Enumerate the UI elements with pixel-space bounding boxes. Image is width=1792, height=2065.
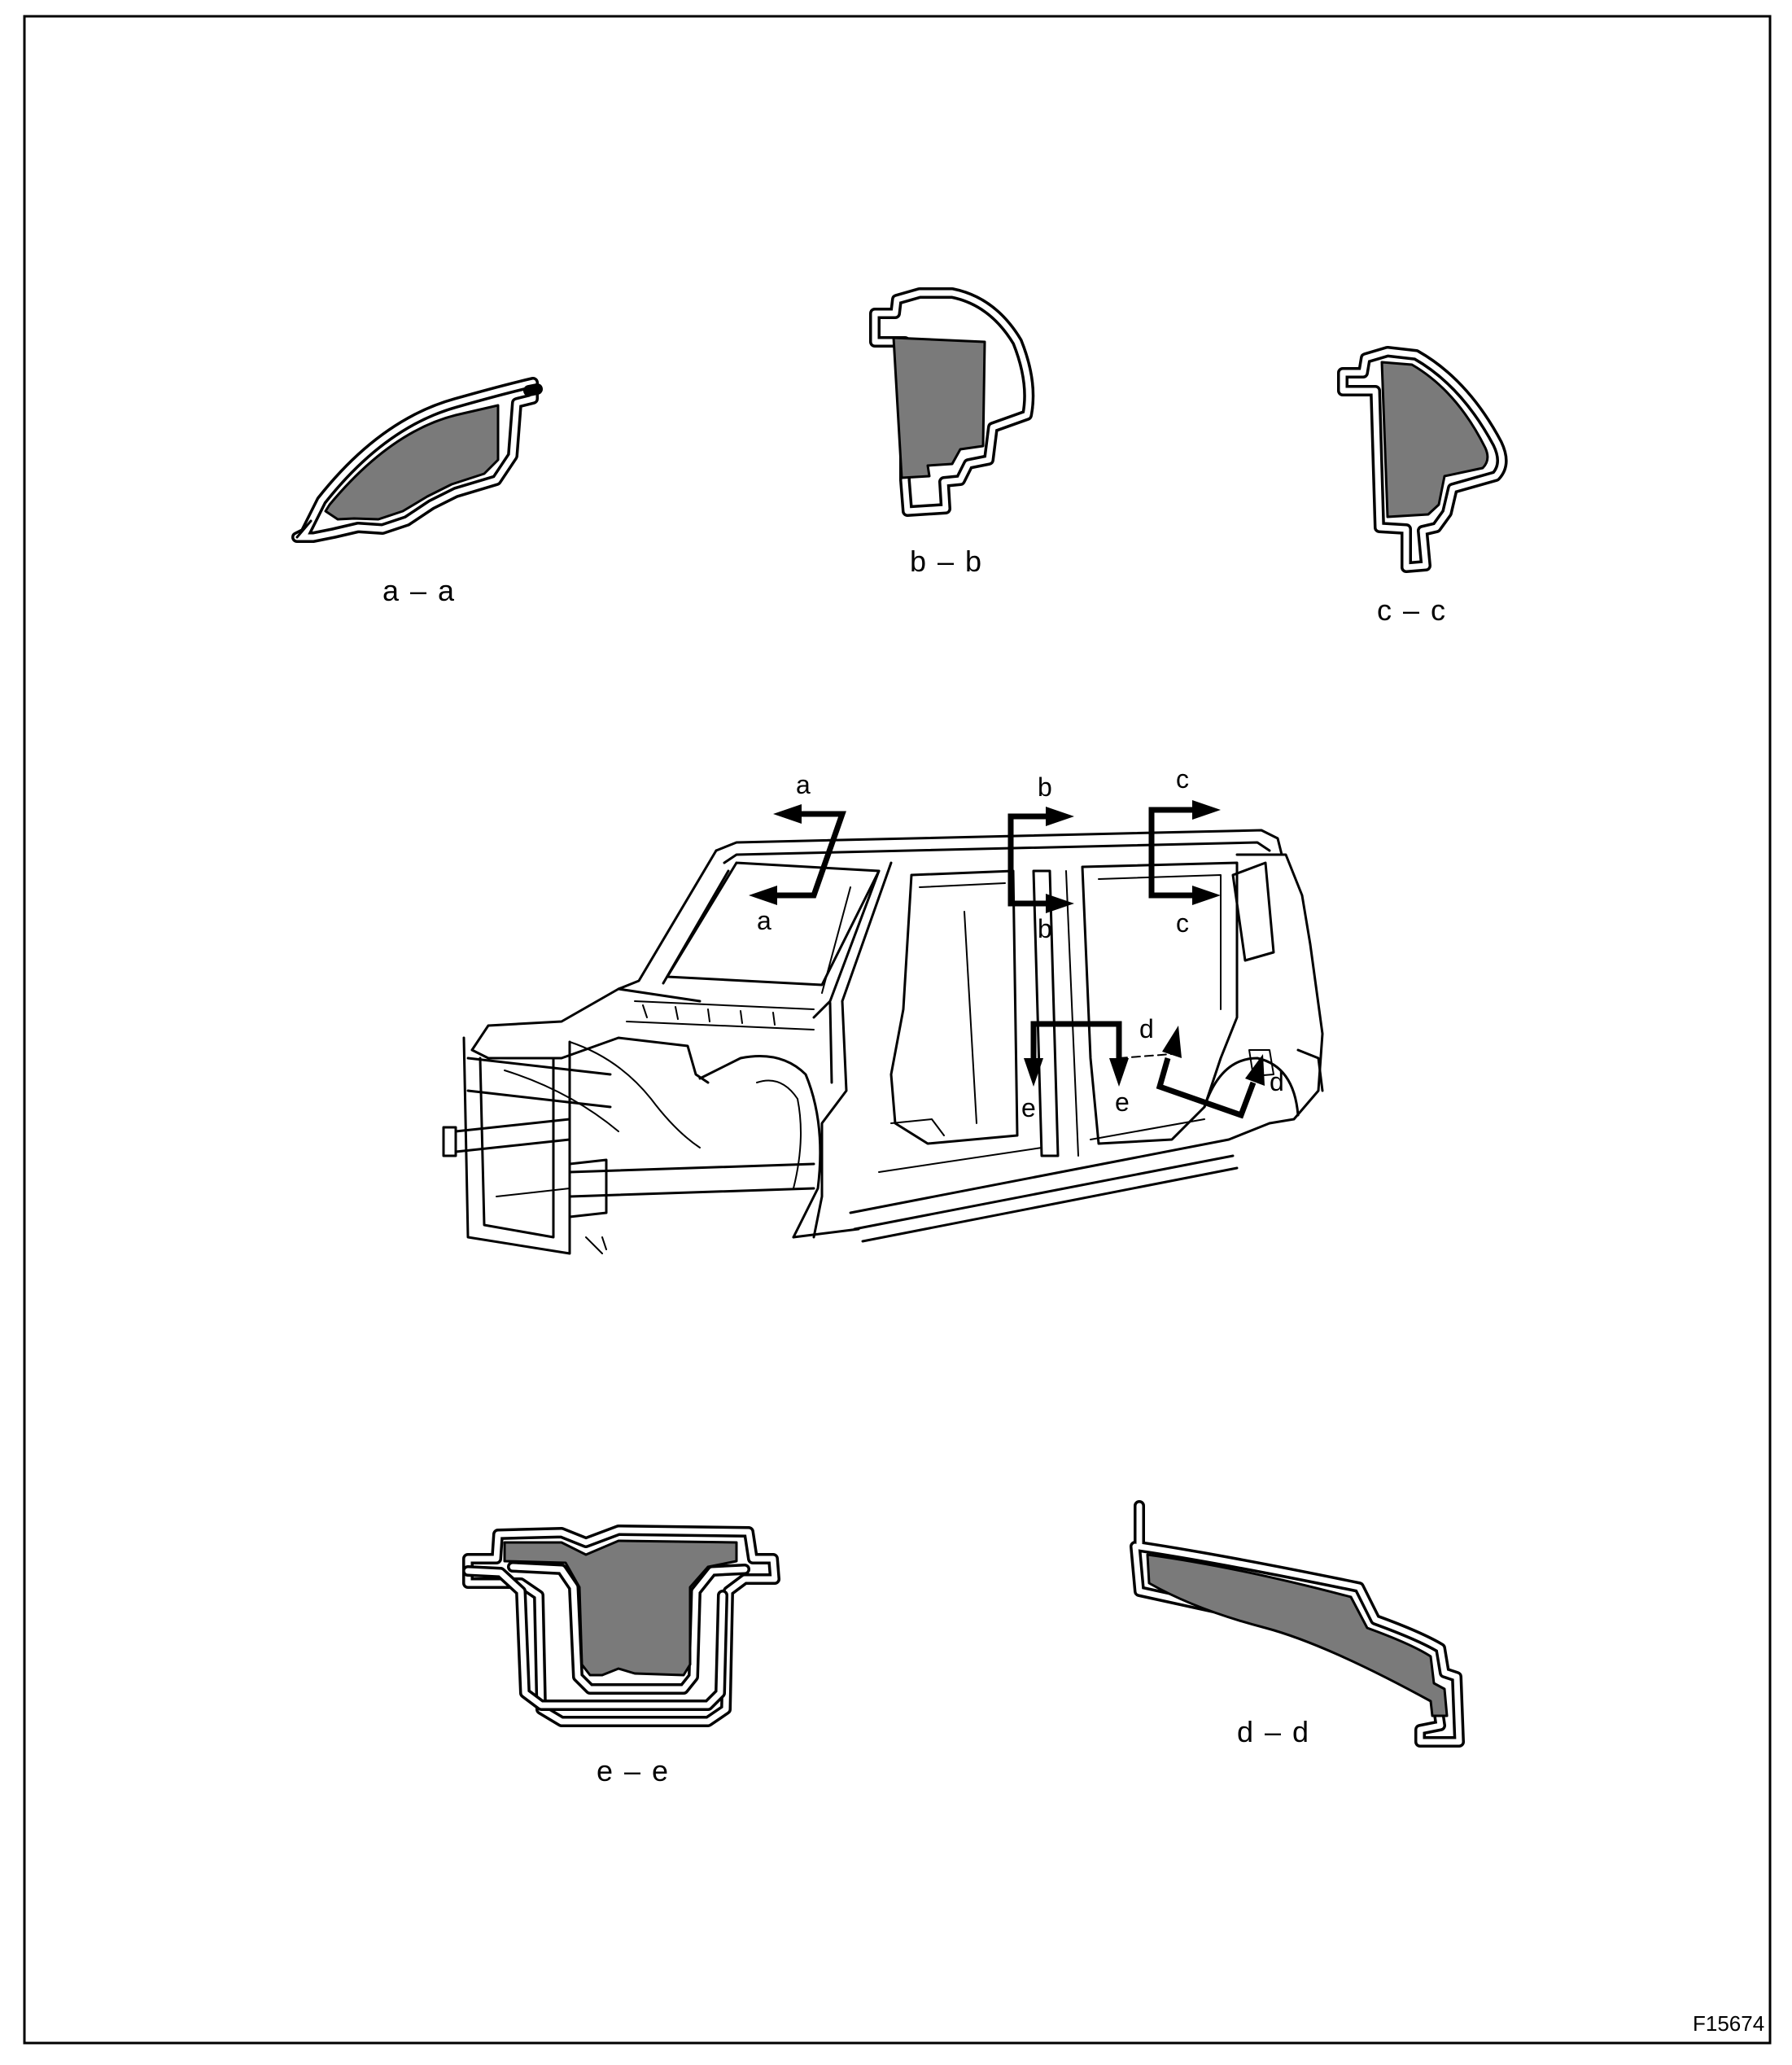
figure-code: F15674 [1693,2011,1764,2036]
marker-a-top: a [796,770,811,799]
section-e-e: e – e [462,1525,780,1787]
section-a-a: a – a [291,377,543,607]
marker-e-left: e [1021,1093,1036,1122]
cut-line-b: b b [1007,772,1074,943]
fuel-door [1248,1049,1274,1077]
marker-a-bottom: a [757,906,771,935]
cut-line-c: c c [1148,764,1221,938]
caption-d-d: d – d [1237,1715,1310,1748]
marker-e-right: e [1115,1087,1130,1117]
page-frame [23,15,1772,2045]
section-c-c-fill [1380,361,1489,518]
caption-c-c: c – c [1377,593,1447,627]
caption-b-b: b – b [910,545,983,578]
section-a-a-fill [324,404,500,521]
caption-e-e: e – e [597,1754,670,1787]
roof-rail [715,829,1283,856]
section-b-b: b – b [869,287,1035,578]
section-d-d-fill [1146,1553,1449,1717]
cut-line-e: e e [1021,1021,1173,1122]
marker-d-top: d [1139,1014,1154,1043]
vehicle-body [442,829,1324,1255]
marker-d-bottom: d [1270,1067,1284,1096]
marker-b-top: b [1038,772,1052,802]
section-b-b-fill [892,336,986,479]
front-end-frame [462,1036,571,1255]
section-e-e-fill [503,1539,738,1677]
marker-b-bottom: b [1038,914,1052,943]
quarter-window [1231,861,1275,962]
section-d-d: d – d [1130,1500,1465,1748]
marker-c-top: c [1176,764,1189,794]
caption-a-a: a – a [382,574,456,607]
cut-line-a: a a [749,770,846,935]
section-c-c: c – c [1337,346,1508,627]
cut-line-d: d d [1139,1014,1284,1119]
marker-c-bottom: c [1176,908,1189,938]
